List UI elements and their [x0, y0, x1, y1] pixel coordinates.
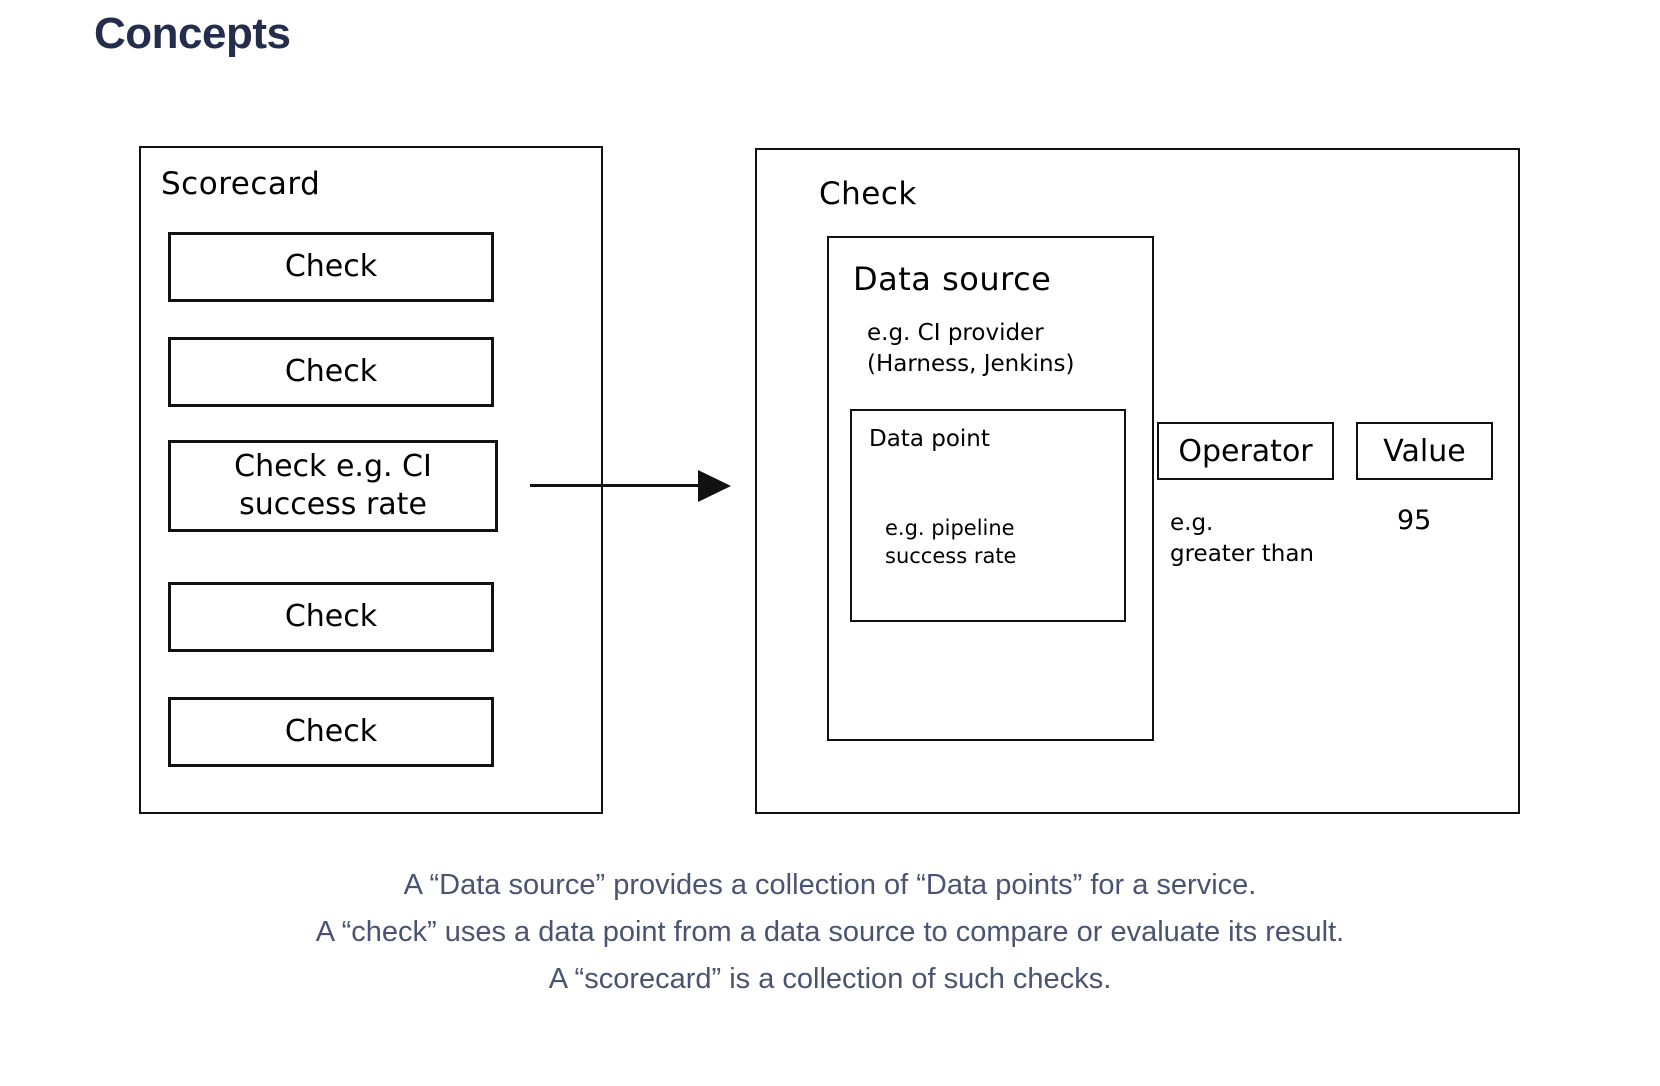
caption: A “Data source” provides a collection of… [0, 862, 1660, 1003]
data-source-example-text: e.g. CI provider (Harness, Jenkins) [867, 320, 1075, 378]
scorecard-check-item-1[interactable]: Check [168, 232, 494, 302]
data-point-example-text: e.g. pipeline success rate [885, 516, 1017, 569]
caption-line-3: A “scorecard” is a collection of such ch… [548, 962, 1112, 995]
check-detail-label: Check [819, 176, 917, 212]
page-title: Concepts [94, 9, 291, 58]
scorecard-check-item-5[interactable]: Check [168, 697, 494, 767]
arrow-right-icon-line [530, 484, 702, 487]
operator-box[interactable]: Operator [1157, 422, 1334, 480]
caption-line-1: A “Data source” provides a collection of… [403, 869, 1257, 901]
scorecard-check-item-4[interactable]: Check [168, 582, 494, 652]
arrow-right-icon-head [698, 470, 731, 502]
value-box[interactable]: Value [1356, 422, 1493, 480]
value-example-text: 95 [1397, 505, 1432, 536]
scorecard-check-item-2[interactable]: Check [168, 337, 494, 407]
concepts-diagram: Scorecard Check Check Check e.g. CI succ… [139, 146, 1520, 814]
data-point-label: Data point [869, 426, 990, 452]
caption-line-2: A “check” uses a data point from a data … [315, 915, 1345, 948]
data-point-container [850, 409, 1126, 622]
scorecard-check-item-3-ci-success-rate[interactable]: Check e.g. CI success rate [168, 440, 498, 532]
scorecard-label: Scorecard [161, 166, 321, 202]
data-source-label: Data source [853, 260, 1052, 298]
operator-example-text: e.g. greater than [1170, 510, 1314, 568]
